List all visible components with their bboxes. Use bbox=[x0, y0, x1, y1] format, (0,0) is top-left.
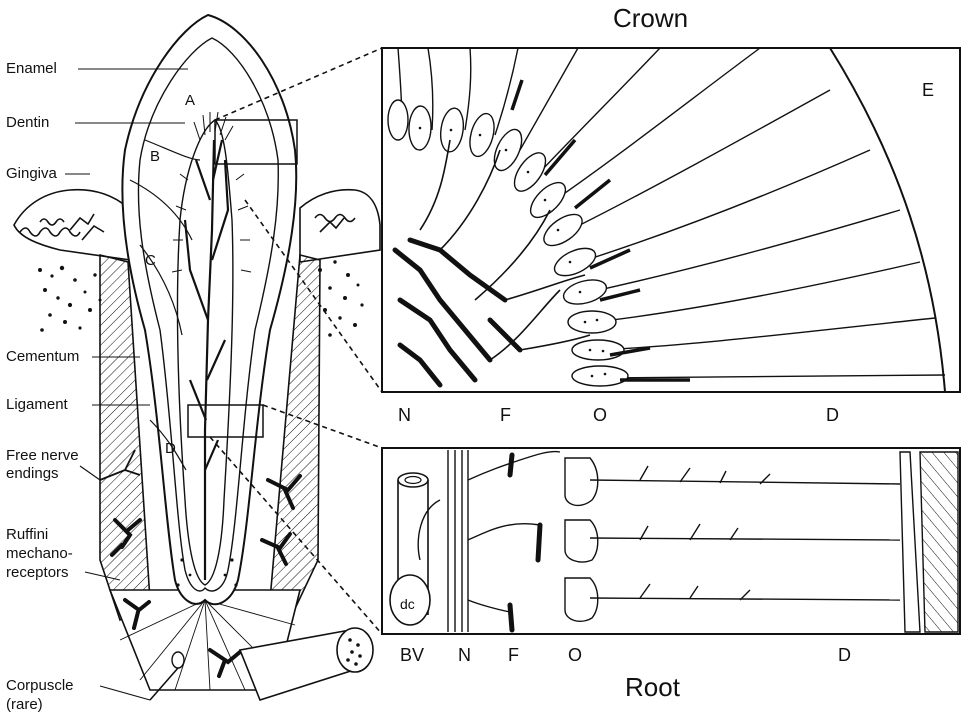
tooth-letter-d: D bbox=[165, 440, 176, 457]
tooth-letter-a: A bbox=[185, 92, 195, 109]
crown-label-d: D bbox=[826, 405, 839, 425]
label-ruffini-3: receptors bbox=[6, 564, 69, 581]
root-nerve-lines bbox=[448, 450, 468, 632]
crown-panel bbox=[382, 48, 960, 392]
label-ruffini-2: mechano- bbox=[6, 545, 73, 562]
crown-title: Crown bbox=[613, 3, 688, 33]
label-ruffini-1: Ruffini bbox=[6, 526, 48, 543]
root-label-n: N bbox=[458, 645, 471, 665]
gingiva-right bbox=[300, 190, 380, 262]
label-ligament: Ligament bbox=[6, 396, 68, 413]
label-dentin: Dentin bbox=[6, 114, 49, 131]
label-corpuscle-1: Corpuscle bbox=[6, 677, 74, 694]
label-free-nerve-2: endings bbox=[6, 465, 59, 482]
ligament-right bbox=[270, 255, 320, 615]
label-cementum: Cementum bbox=[6, 348, 79, 365]
crown-label-o: O bbox=[593, 405, 607, 425]
crown-nerve-plexus bbox=[395, 240, 520, 385]
label-corpuscle-2: (rare) bbox=[6, 696, 43, 713]
root-label-o: O bbox=[568, 645, 582, 665]
root-label-d: D bbox=[838, 645, 851, 665]
crown-label-f: F bbox=[500, 405, 511, 425]
label-gingiva: Gingiva bbox=[6, 165, 57, 182]
root-dc-label: dc bbox=[400, 596, 415, 613]
crown-nerve-fibers bbox=[420, 140, 590, 360]
label-enamel: Enamel bbox=[6, 60, 57, 77]
crown-label-n: N bbox=[398, 405, 411, 425]
root-panel bbox=[382, 448, 960, 634]
root-label-bv: BV bbox=[400, 645, 424, 665]
alveolar-bone-right bbox=[318, 260, 364, 337]
root-title: Root bbox=[625, 672, 680, 702]
tooth-letter-c: C bbox=[145, 252, 156, 269]
cementum-band bbox=[900, 452, 920, 632]
crown-region-e: E bbox=[922, 80, 934, 100]
root-hatched-zone bbox=[920, 452, 958, 632]
root-label-f: F bbox=[508, 645, 519, 665]
odontoblasts-root bbox=[565, 458, 598, 621]
alveolar-bone-left bbox=[38, 266, 102, 332]
tooth-letter-b: B bbox=[150, 148, 160, 165]
label-free-nerve-1: Free nerve bbox=[6, 447, 79, 464]
gingiva-left bbox=[14, 190, 130, 260]
root-nerve-blots bbox=[510, 455, 540, 630]
root-tubules bbox=[590, 466, 900, 600]
